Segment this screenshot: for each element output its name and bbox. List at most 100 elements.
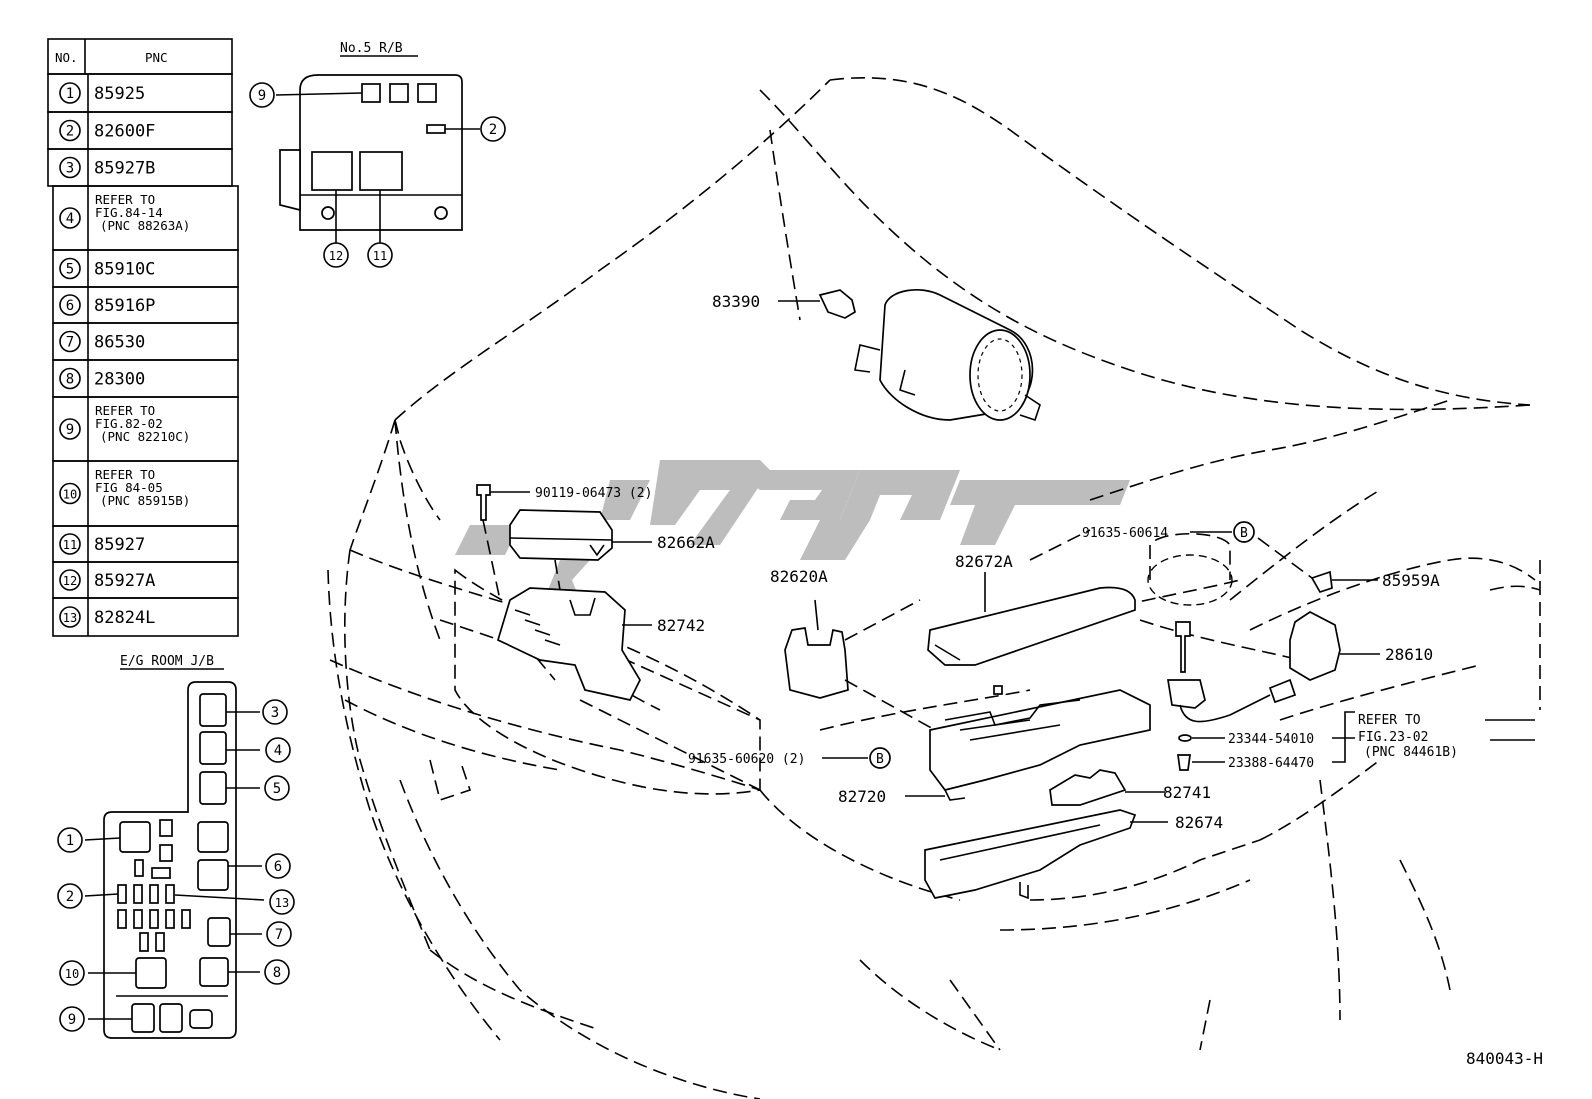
eg-callout: 13 <box>269 889 295 915</box>
table-row: 6 85916P <box>52 286 239 324</box>
row-number-callout: 2 <box>59 119 81 142</box>
table-row: 12 85927A <box>52 561 239 599</box>
label-83390: 83390 <box>712 292 760 311</box>
row-number-callout: 12 <box>59 569 81 591</box>
junction-block-82720-part <box>905 685 1151 801</box>
row-number-callout: 7 <box>59 330 81 353</box>
label-23388-64470: 23388-64470 <box>1228 756 1314 771</box>
no5-rb-title: No.5 R/B <box>340 41 403 56</box>
row-number-callout-label: 1 <box>66 86 74 102</box>
row-number-callout: 1 <box>59 82 81 104</box>
eg-callout-label: 3 <box>271 705 279 721</box>
no5-callout: 9 <box>249 82 275 108</box>
label-82720: 82720 <box>838 787 886 806</box>
eg-callout: 10 <box>59 960 85 986</box>
eg-callout-label: 8 <box>273 965 281 981</box>
label-91635-60620: 91635-60620 (2) <box>688 752 805 767</box>
eg-callout-label: 1 <box>66 833 74 849</box>
no5-callout-label: 2 <box>489 122 497 138</box>
ref-b-label-upper: B <box>1240 526 1248 541</box>
label-85959a: 85959A <box>1382 571 1440 590</box>
table-header-no: NO. <box>55 50 78 65</box>
vehicle-body-outline <box>327 77 1541 1099</box>
table-row: 11 85927 <box>52 525 239 563</box>
pnc-value: 85925 <box>94 84 145 104</box>
watermark-logo <box>455 460 1130 615</box>
row-number-callout-label: 6 <box>66 298 74 314</box>
eg-callout-label: 6 <box>274 859 282 875</box>
pnc-value-line: (PNC 88263A) <box>100 218 190 233</box>
eg-callout-label: 13 <box>275 896 289 910</box>
canister-part <box>778 288 1041 422</box>
pnc-value-line: REFER TO <box>95 467 155 482</box>
row-number-callout: 8 <box>59 367 81 390</box>
eg-callout: 9 <box>59 1006 85 1032</box>
eg-room-jb-title: E/G ROOM J/B <box>120 654 214 669</box>
eg-callout-label: 9 <box>68 1012 76 1028</box>
row-number-callout-label: 9 <box>66 422 74 438</box>
cover-82672a-part <box>927 529 1136 666</box>
pnc-value-line: (PNC 85915B) <box>100 493 190 508</box>
eg-callout-label: 4 <box>274 743 282 759</box>
eg-callout: 5 <box>264 775 290 801</box>
row-number-callout-label: 10 <box>63 488 77 502</box>
eg-callout-label: 2 <box>66 889 74 905</box>
row-number-callout: 6 <box>59 294 81 316</box>
sensor-wiring-part <box>1147 532 1380 771</box>
ref-b-label-lower: B <box>876 752 884 767</box>
pnc-value: 86530 <box>94 333 145 353</box>
eg-room-junction-block-inset: E/G ROOM J/B <box>84 654 265 1039</box>
ref-note-line1: REFER TO <box>1358 713 1421 728</box>
row-number-callout-label: 13 <box>63 611 77 625</box>
pnc-value-line: FIG.84-14 <box>95 205 163 220</box>
relays-82741-part <box>1049 769 1165 806</box>
label-82662a: 82662A <box>657 533 715 552</box>
pnc-value: 85910C <box>94 260 155 280</box>
row-number-callout-label: 8 <box>66 372 74 388</box>
relay-block-cover-group <box>476 484 652 701</box>
pnc-value-line: REFER TO <box>95 403 155 418</box>
relay-82620a-part <box>784 599 936 731</box>
row-number-callout: 5 <box>59 257 81 280</box>
row-number-callout: 3 <box>59 156 81 179</box>
eg-callout-label: 10 <box>65 967 79 981</box>
label-82674: 82674 <box>1175 813 1223 832</box>
part-labels: 83390 90119-06473 (2) 82662A 82742 82620… <box>535 292 1543 1068</box>
row-number-callout: 10 <box>59 482 81 505</box>
label-82620a: 82620A <box>770 567 828 586</box>
pnc-value: 85916P <box>94 296 155 316</box>
eg-callout: 1 <box>57 827 83 853</box>
label-82742: 82742 <box>657 616 705 635</box>
no5-relay-block-inset: No.5 R/B <box>275 41 480 243</box>
no5-callout-label: 9 <box>258 88 266 104</box>
pnc-value: 85927A <box>94 571 155 591</box>
label-82741: 82741 <box>1163 783 1211 802</box>
ref-note-line3: (PNC 84461B) <box>1364 745 1458 760</box>
row-number-callout-label: 7 <box>66 335 74 351</box>
label-90119-06473: 90119-06473 (2) <box>535 486 652 501</box>
ref-b-marker-upper <box>1233 521 1255 543</box>
pnc-value-line: (PNC 82210C) <box>100 429 190 444</box>
row-number-callout-label: 11 <box>63 538 77 552</box>
pnc-value: 28300 <box>94 370 145 390</box>
row-number-callout: 4 <box>59 207 81 229</box>
table-row: 5 85910C <box>52 249 239 288</box>
eg-callout: 8 <box>264 959 290 985</box>
eg-callout-label: 7 <box>275 927 283 943</box>
row-number-callout: 9 <box>59 418 81 440</box>
ref-b-marker-lower <box>869 747 891 769</box>
pnc-value-line: REFER TO <box>95 192 155 207</box>
eg-callout: 6 <box>265 853 291 879</box>
ref-note-line2: FIG.23-02 <box>1358 730 1428 745</box>
pnc-value: 85927 <box>94 535 145 555</box>
row-number-callout-label: 4 <box>66 211 74 227</box>
table-row: 7 86530 <box>52 322 239 361</box>
